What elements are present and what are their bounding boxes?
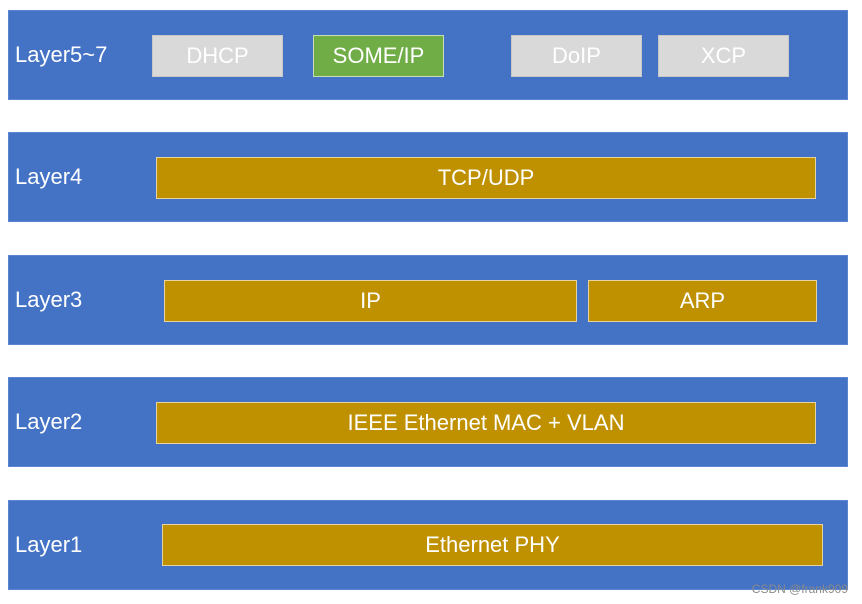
layer-label: Layer1 [15,532,83,557]
protocol-box-ethernet-phy: Ethernet PHY [162,524,823,566]
protocol-box-tcp-udp: TCP/UDP [156,157,816,199]
protocol-box-ip: IP [164,280,577,322]
layer-label: Layer3 [15,287,83,312]
protocol-box-arp: ARP [588,280,817,322]
layer-label: Layer2 [15,409,83,434]
protocol-box-dhcp: DHCP [152,35,283,77]
protocol-box-someip: SOME/IP [313,35,444,77]
layer-band-5-7: Layer5~7 DHCP SOME/IP DoIP XCP [8,10,848,100]
layer-band-4: Layer4 TCP/UDP [8,132,848,222]
layer-band-2: Layer2 IEEE Ethernet MAC + VLAN [8,377,848,467]
protocol-box-doip: DoIP [511,35,642,77]
layer-label: Layer5~7 [15,42,108,67]
protocol-box-ethernet-mac-vlan: IEEE Ethernet MAC + VLAN [156,402,816,444]
protocol-box-xcp: XCP [658,35,789,77]
layer-band-3: Layer3 IP ARP [8,255,848,345]
watermark: CSDN @frank909 [751,582,848,596]
layer-band-1: Layer1 Ethernet PHY [8,500,848,590]
layer-label: Layer4 [15,164,83,189]
